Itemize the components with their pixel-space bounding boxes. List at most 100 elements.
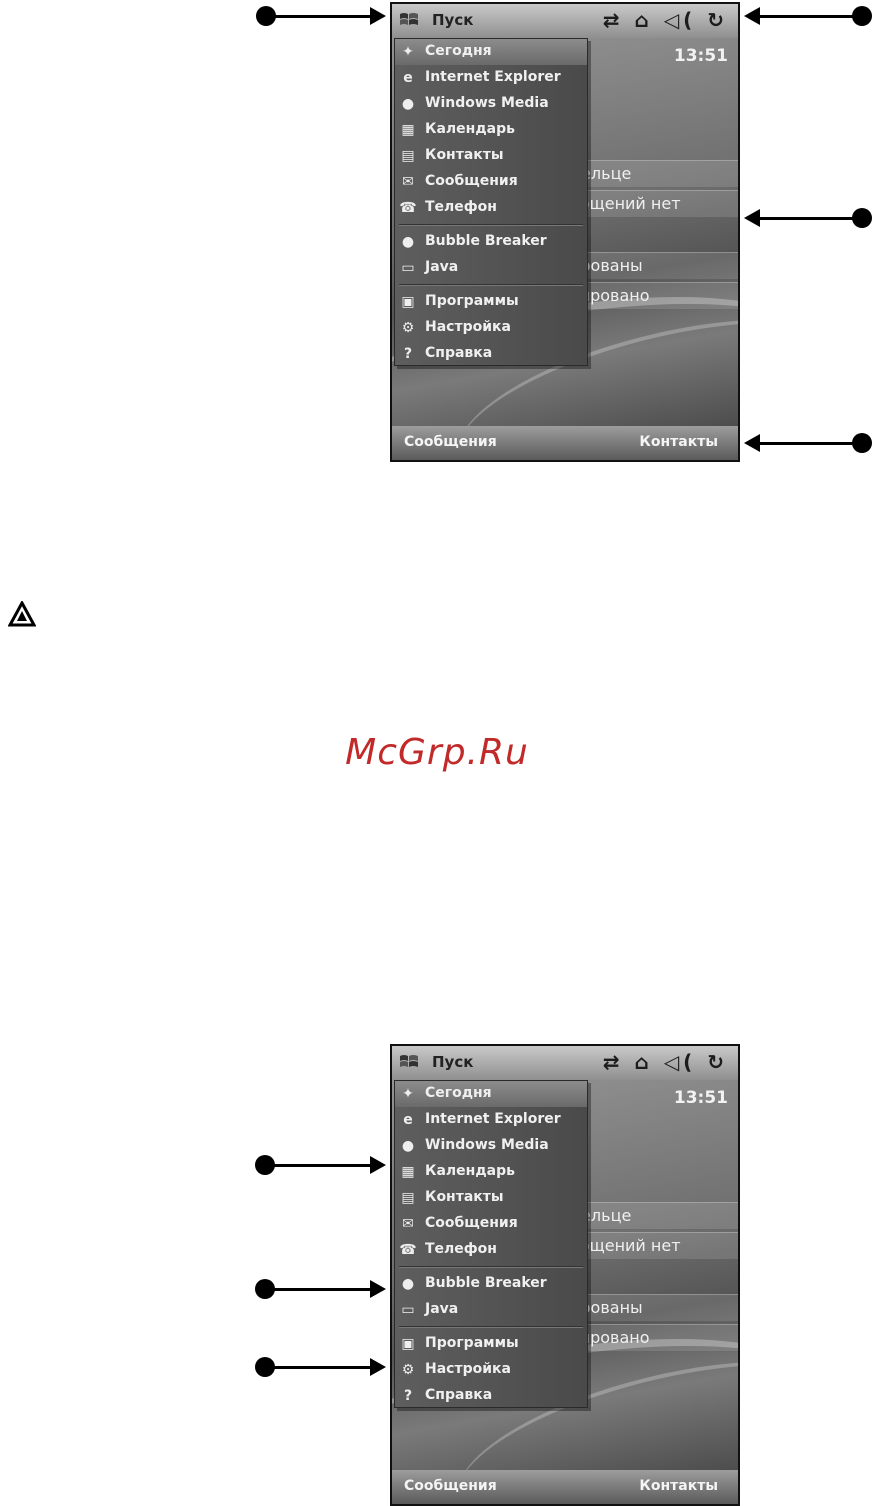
- menu-item-label: Сегодня: [425, 43, 492, 59]
- menu-item-label: Bubble Breaker: [425, 233, 547, 249]
- title-bar: Пуск ⇄ ⌂ ◁( ↻: [392, 1046, 738, 1080]
- menu-item-calendar[interactable]: ▦ Календарь: [395, 117, 587, 143]
- menu-item-phone[interactable]: ☎ Телефон: [395, 1237, 587, 1263]
- menu-item-programs[interactable]: ▣ Программы: [395, 1331, 587, 1357]
- menu-item-today[interactable]: ✦ Сегодня: [395, 1081, 587, 1107]
- menu-separator: [399, 284, 583, 286]
- today-band: [562, 1202, 738, 1230]
- messages-icon: ✉: [402, 1216, 414, 1232]
- windows-media-icon: ●: [401, 1138, 415, 1154]
- start-menu: ✦ Сегодня e Internet Explorer ● Windows …: [394, 1080, 588, 1408]
- contacts-icon: ▤: [401, 1190, 415, 1206]
- messages-icon: ✉: [402, 174, 414, 190]
- device-screenshot-2: Пуск ⇄ ⌂ ◁( ↻ 13:51 дельце общений нет и…: [390, 1044, 740, 1506]
- today-item[interactable]: общений нет: [570, 1236, 681, 1255]
- callout-dot: [852, 208, 872, 228]
- status-icons[interactable]: ⇄ ⌂ ◁( ↻: [602, 1050, 728, 1074]
- menu-item-messages[interactable]: ✉ Сообщения: [395, 169, 587, 195]
- start-button-label[interactable]: Пуск: [432, 1053, 474, 1071]
- menu-item-label: Сегодня: [425, 1085, 492, 1101]
- today-item[interactable]: ированы: [570, 1298, 643, 1317]
- callout-arrowhead: [744, 434, 760, 452]
- callout-arrowhead: [370, 1358, 386, 1376]
- menu-item-label: Контакты: [425, 147, 504, 163]
- menu-item-label: Телефон: [425, 1241, 497, 1257]
- menu-item-label: Справка: [425, 345, 493, 361]
- settings-icon: ⚙: [401, 320, 415, 336]
- softkey-right[interactable]: Контакты: [639, 1478, 718, 1494]
- menu-item-java[interactable]: ▭ Java: [395, 255, 587, 281]
- settings-icon: ⚙: [401, 1362, 415, 1378]
- phone-icon: ☎: [399, 1242, 417, 1258]
- start-menu: ✦ Сегодня e Internet Explorer ● Windows …: [394, 38, 588, 366]
- today-item[interactable]: общений нет: [570, 194, 681, 213]
- callout-arrowhead: [744, 7, 760, 25]
- menu-item-label: Справка: [425, 1387, 493, 1403]
- menu-item-label: Internet Explorer: [425, 69, 561, 85]
- start-button-label[interactable]: Пуск: [432, 11, 474, 29]
- warning-triangle-icon: [8, 601, 36, 627]
- menu-item-label: Internet Explorer: [425, 1111, 561, 1127]
- java-icon: ▭: [401, 260, 415, 276]
- menu-item-today[interactable]: ✦ Сегодня: [395, 39, 587, 65]
- menu-item-label: Java: [425, 1301, 459, 1317]
- today-band: [562, 1232, 738, 1260]
- windows-start-icon[interactable]: [398, 10, 420, 30]
- today-band: [562, 252, 738, 280]
- today-item[interactable]: кировано: [570, 286, 650, 305]
- menu-separator: [399, 1326, 583, 1328]
- windows-start-icon[interactable]: [398, 1052, 420, 1072]
- title-bar: Пуск ⇄ ⌂ ◁( ↻: [392, 4, 738, 38]
- menu-item-label: Настройка: [425, 319, 511, 335]
- menu-item-bubble-breaker[interactable]: ● Bubble Breaker: [395, 229, 587, 255]
- menu-item-settings[interactable]: ⚙ Настройка: [395, 315, 587, 341]
- menu-item-internet-explorer[interactable]: e Internet Explorer: [395, 1107, 587, 1133]
- menu-item-windows-media[interactable]: ● Windows Media: [395, 1133, 587, 1159]
- today-band: [562, 190, 738, 218]
- menu-item-calendar[interactable]: ▦ Календарь: [395, 1159, 587, 1185]
- calendar-icon: ▦: [401, 122, 415, 138]
- softkey-bar: Сообщения Контакты: [392, 1470, 738, 1504]
- phone-icon: ☎: [399, 200, 417, 216]
- callout-dot: [255, 1357, 275, 1377]
- menu-item-help[interactable]: ? Справка: [395, 1383, 587, 1409]
- menu-item-bubble-breaker[interactable]: ● Bubble Breaker: [395, 1271, 587, 1297]
- menu-item-settings[interactable]: ⚙ Настройка: [395, 1357, 587, 1383]
- today-item[interactable]: кировано: [570, 1328, 650, 1347]
- callout-arrowhead: [744, 209, 760, 227]
- status-icons[interactable]: ⇄ ⌂ ◁( ↻: [602, 8, 728, 32]
- windows-media-icon: ●: [401, 96, 415, 112]
- today-band: [562, 160, 738, 188]
- softkey-left[interactable]: Сообщения: [404, 434, 497, 450]
- menu-item-label: Программы: [425, 1335, 519, 1351]
- menu-item-messages[interactable]: ✉ Сообщения: [395, 1211, 587, 1237]
- menu-item-internet-explorer[interactable]: e Internet Explorer: [395, 65, 587, 91]
- contacts-icon: ▤: [401, 148, 415, 164]
- callout-dot: [255, 1155, 275, 1175]
- today-item[interactable]: ированы: [570, 256, 643, 275]
- menu-item-windows-media[interactable]: ● Windows Media: [395, 91, 587, 117]
- programs-icon: ▣: [401, 1336, 415, 1352]
- menu-item-label: Сообщения: [425, 173, 518, 189]
- callout-arrowhead: [370, 1280, 386, 1298]
- menu-item-java[interactable]: ▭ Java: [395, 1297, 587, 1323]
- menu-item-label: Контакты: [425, 1189, 504, 1205]
- clock: 13:51: [673, 1088, 728, 1108]
- internet-explorer-icon: e: [403, 1112, 413, 1128]
- menu-item-label: Календарь: [425, 1163, 515, 1179]
- softkey-right[interactable]: Контакты: [639, 434, 718, 450]
- menu-item-contacts[interactable]: ▤ Контакты: [395, 1185, 587, 1211]
- menu-item-programs[interactable]: ▣ Программы: [395, 289, 587, 315]
- clock: 13:51: [673, 46, 728, 66]
- menu-item-label: Java: [425, 259, 459, 275]
- menu-item-label: Телефон: [425, 199, 497, 215]
- callout-arrow-line: [760, 442, 856, 445]
- menu-item-help[interactable]: ? Справка: [395, 341, 587, 367]
- today-band: [562, 1294, 738, 1322]
- menu-item-phone[interactable]: ☎ Телефон: [395, 195, 587, 221]
- callout-arrow-line: [760, 15, 856, 18]
- menu-item-label: Программы: [425, 293, 519, 309]
- softkey-left[interactable]: Сообщения: [404, 1478, 497, 1494]
- menu-item-contacts[interactable]: ▤ Контакты: [395, 143, 587, 169]
- calendar-icon: ▦: [401, 1164, 415, 1180]
